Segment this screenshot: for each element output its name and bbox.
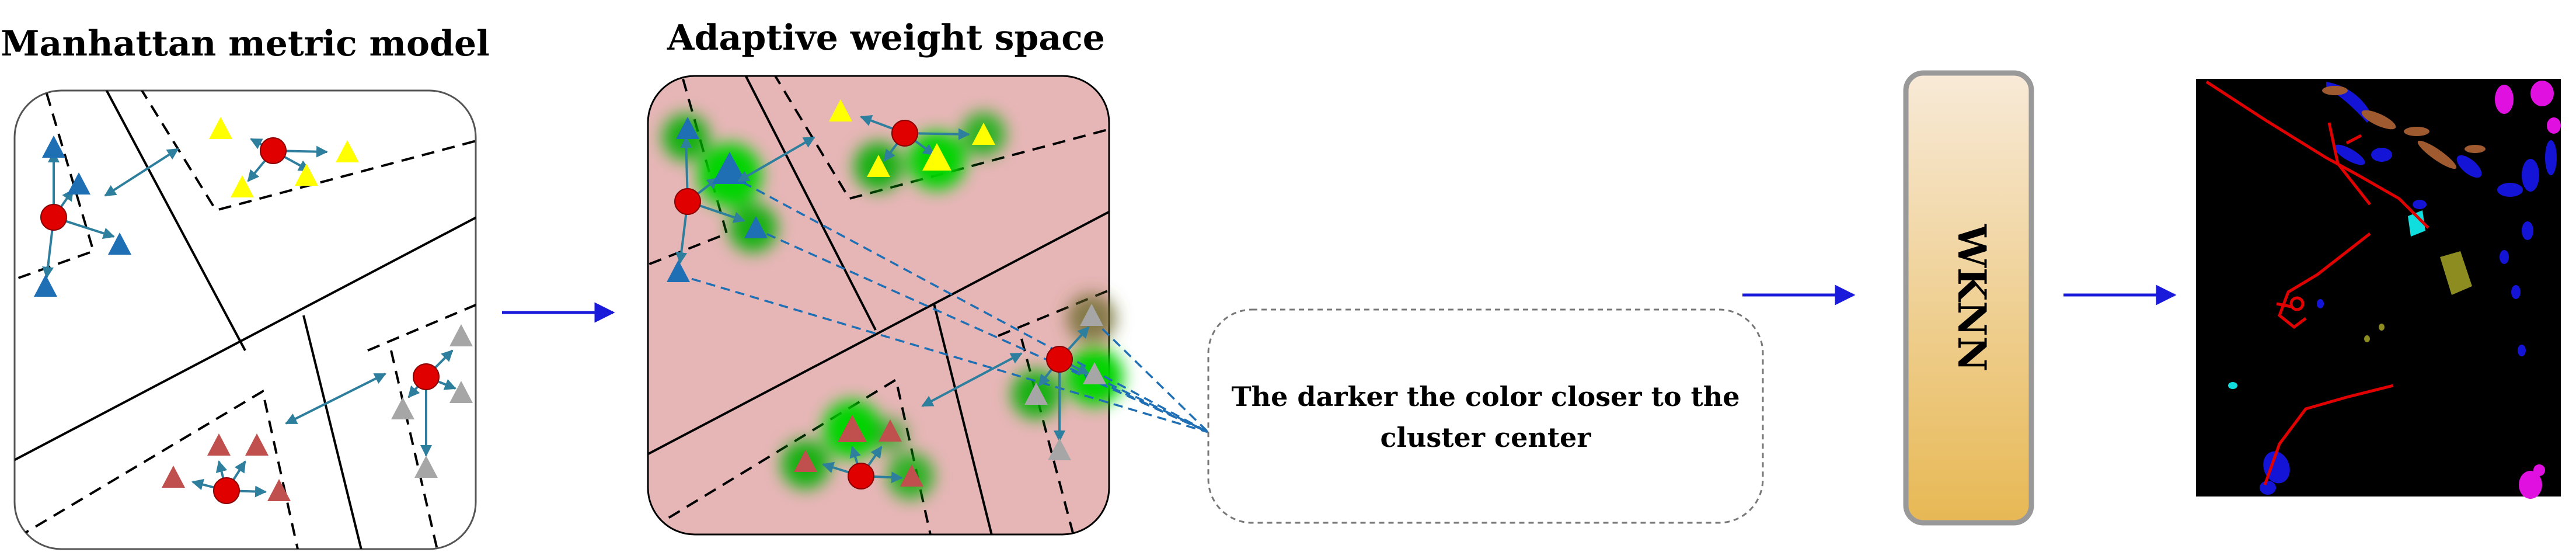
cluster-center [674, 188, 701, 215]
blue-cluster [34, 136, 131, 297]
cluster-center [213, 477, 240, 504]
cluster-center [413, 363, 440, 390]
note-line-1: The darker the color closer to the [1231, 381, 1740, 412]
wknn-block: WKNN [1903, 70, 2034, 526]
manhattan-panel [13, 89, 477, 550]
cluster-center [1046, 346, 1073, 373]
manhattan-regions [15, 91, 476, 549]
cluster-center [848, 463, 874, 489]
adaptive-title: Adaptive weight space [667, 18, 1105, 58]
adaptive-panel [647, 75, 1209, 536]
cluster-center [40, 204, 67, 231]
gray-cluster [391, 324, 473, 478]
brown-cluster [794, 415, 923, 489]
cluster-center [260, 137, 287, 164]
cluster-center [891, 120, 918, 147]
brown-cluster [162, 433, 291, 504]
note-line-2: cluster center [1380, 422, 1591, 453]
gray-cluster [1024, 304, 1106, 460]
adaptive-regions [648, 76, 1109, 534]
yellow-cluster [209, 117, 359, 197]
note-box: The darker the color closer to the clust… [1207, 308, 1764, 524]
wknn-label: WKNN [1949, 224, 1995, 371]
manhattan-title: Manhattan metric model [1, 23, 490, 64]
yellow-cluster [829, 99, 995, 177]
classification-map [2196, 79, 2561, 499]
